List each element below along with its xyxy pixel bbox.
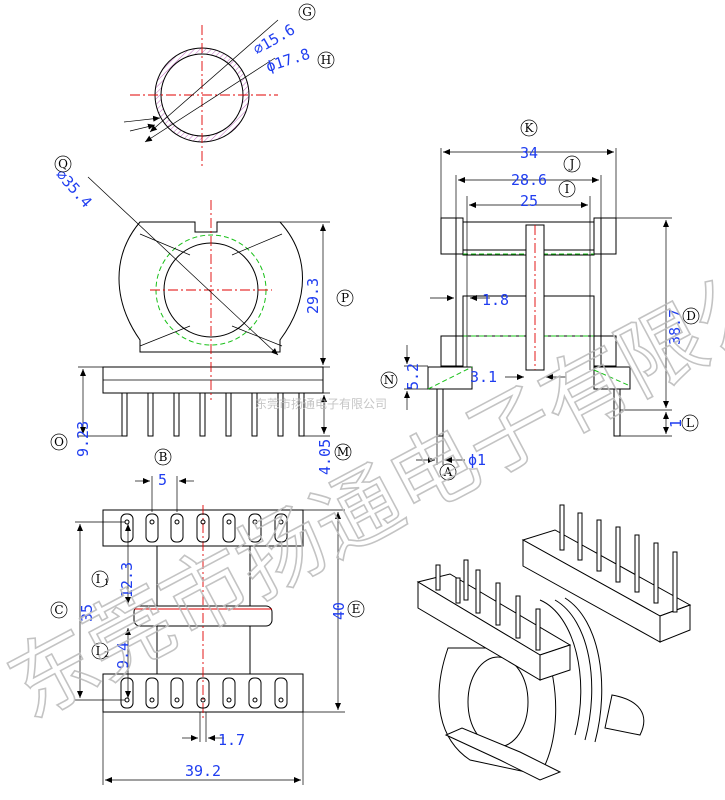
label-j: J (568, 157, 575, 171)
iso-bore (467, 656, 529, 748)
dim-d-value: 38.7 (666, 309, 684, 345)
bottom-pin-slots-bottom (120, 677, 288, 709)
label-h: H (321, 53, 331, 67)
iso-body-curve-3 (564, 597, 603, 743)
label-e: E (352, 602, 361, 616)
dim-e-value: 40 (330, 602, 348, 620)
dim-b-value: 5 (158, 471, 167, 489)
label-m-circle (334, 443, 352, 461)
dim-i2-value: 9.4 (114, 642, 132, 669)
dim-w-value: 1.8 (482, 291, 509, 309)
label-a-circle (439, 463, 457, 481)
label-h-circle (317, 51, 335, 69)
label-i1: I (96, 572, 101, 586)
label-l: L (686, 416, 694, 430)
side-bottom-flange-right (593, 335, 617, 367)
dim-f-value: 39.2 (185, 762, 221, 780)
label-n: N (384, 373, 395, 387)
front-web-line-4 (231, 325, 283, 347)
label-k-circle (520, 119, 538, 137)
watermark-small-text: 东莞市扬通电子有限公司 (255, 396, 387, 411)
dim-i1-value: 12.3 (118, 562, 136, 598)
dim-t-value: 3.1 (470, 368, 497, 386)
iso-left-header-side (539, 644, 571, 681)
watermark: 东莞市扬通电子有限公司 东莞市扬通电子有限公司 (0, 205, 725, 739)
front-web-line-1 (139, 233, 191, 256)
isometric-view (416, 504, 692, 781)
label-i1-circle (91, 570, 109, 588)
label-b: B (159, 450, 168, 464)
side-base-left-green (427, 366, 473, 390)
label-g-circle (298, 3, 316, 21)
label-o: O (54, 435, 64, 449)
label-i1-sub: 1 (104, 578, 109, 587)
label-d-circle (682, 307, 700, 325)
front-web-line-2 (231, 233, 283, 256)
label-l-circle (681, 414, 699, 432)
dim-m-value: 4.05 (316, 439, 334, 475)
label-c: C (54, 603, 63, 617)
label-q-circle (54, 155, 72, 173)
dim-tick-1 (123, 115, 161, 123)
dim-p-value: 29.3 (304, 278, 322, 314)
label-a: A (443, 465, 453, 479)
dim-o-value: 9.23 (74, 421, 92, 457)
dim-q-value: ⌀35.4 (52, 166, 96, 212)
side-top-flange-right (593, 217, 617, 255)
iso-back-flange (604, 694, 645, 736)
label-i-circle (558, 180, 576, 198)
tube-section-view: ⌀15.6 ϕ17.8 G H (123, 3, 335, 168)
dim-i-value: 25 (520, 192, 538, 210)
dim-l-value: 1 (667, 419, 685, 428)
label-j-circle (563, 155, 581, 173)
label-d: D (686, 309, 696, 323)
label-o-circle (50, 433, 68, 451)
dim-c-value: 35 (78, 604, 96, 622)
front-pins (121, 392, 305, 437)
dim-g-leader (149, 19, 279, 133)
dim-j-value: 28.6 (511, 171, 547, 189)
label-i2-circle (91, 642, 109, 660)
watermark-large-text: 东莞市扬通电子有限公司 (0, 206, 725, 738)
iso-pins-left (435, 559, 541, 651)
label-e-circle (347, 600, 365, 618)
label-g: G (302, 5, 312, 19)
side-view: 34 K 28.6 J 25 I 38.7 D 1 L 1.8 5.2 N (380, 119, 700, 481)
dim-q-leader (87, 176, 279, 356)
side-pin-right (613, 388, 621, 437)
iso-pins-right (559, 504, 678, 613)
iso-body-curve-2 (554, 599, 593, 741)
iso-front-foot (444, 727, 562, 781)
dim-s-value: 1.7 (218, 731, 245, 749)
label-p: P (341, 291, 349, 305)
iso-right-header-side (659, 604, 691, 643)
dim-h-leader (144, 57, 276, 143)
front-view: ⌀35.4 Q 29.3 P 9.23 O 4.05 M (50, 155, 354, 475)
label-c-circle (50, 601, 68, 619)
label-k: K (525, 121, 535, 135)
label-q: Q (58, 157, 68, 171)
label-p-circle (336, 289, 354, 307)
label-n-circle (380, 371, 398, 389)
label-i2: I (96, 644, 101, 658)
dim-k-value: 34 (520, 144, 538, 162)
label-b-circle (154, 448, 172, 466)
dim-n-value: 5.2 (404, 363, 422, 390)
label-i2-sub: 2 (104, 650, 109, 659)
side-pin-left (436, 388, 444, 437)
dim-tick-2 (129, 123, 156, 132)
front-web-line-3 (139, 325, 191, 347)
side-base-right-green (593, 369, 629, 386)
dim-a-value: ϕ1 (468, 451, 486, 469)
side-bottom-flange-left (440, 335, 464, 367)
bottom-view: 5 B 35 C 12.3 I 1 9.4 I 2 40 E 1.7 39.2 (50, 448, 365, 785)
bottom-pin-slots-top (120, 513, 288, 543)
side-top-flange-left (440, 217, 464, 255)
label-i: I (565, 182, 570, 196)
label-m: M (337, 445, 349, 459)
iso-body-curve-1 (539, 599, 582, 736)
